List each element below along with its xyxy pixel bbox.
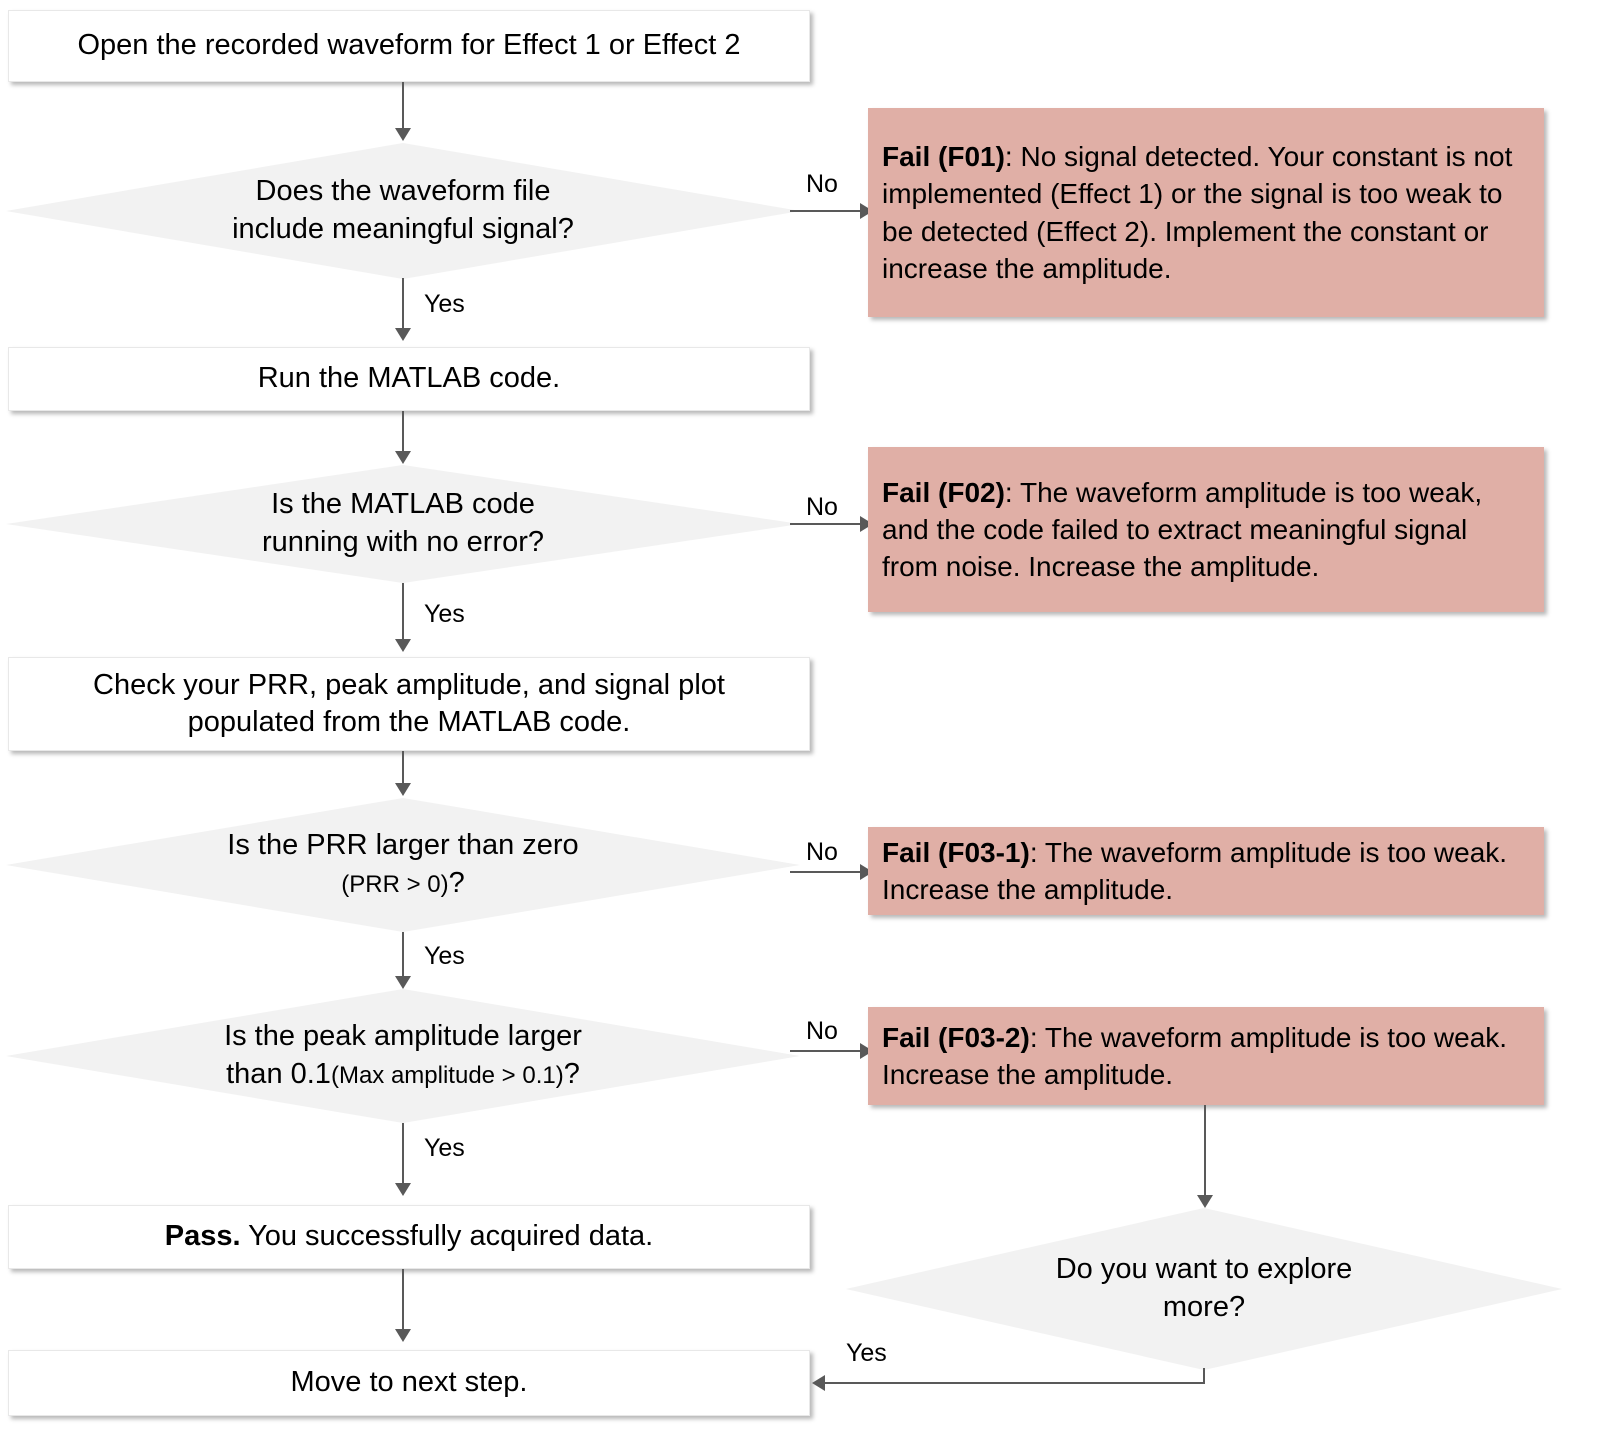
fail-box-f01-label: Fail (F01): [882, 141, 1005, 173]
connector-matlab-yes: [402, 583, 404, 641]
arrowhead-prr-yes: [395, 976, 411, 989]
edge-label-no-1: No: [806, 170, 838, 198]
arrowhead-pass-to-move-next: [395, 1329, 411, 1342]
decision-matlab-no-error-label: Is the MATLAB code running with no error…: [6, 465, 800, 583]
decision-matlab-no-error[interactable]: Is the MATLAB code running with no error…: [6, 465, 800, 583]
edge-label-yes-explore: Yes: [846, 1339, 887, 1367]
process-check-outputs-line2: populated from the MATLAB code.: [187, 706, 631, 738]
process-check-outputs-line1: Check your PRR, peak amplitude, and sign…: [93, 668, 725, 701]
connector-peak-yes: [402, 1123, 404, 1185]
connector-matlab-no: [790, 523, 868, 525]
process-run-matlab[interactable]: Run the MATLAB code.: [8, 347, 810, 411]
process-pass-rest: You successfully acquired data.: [240, 1220, 654, 1253]
connector-check-to-decision-prr: [402, 751, 404, 785]
process-move-next-step[interactable]: Move to next step.: [8, 1350, 810, 1416]
fail-box-f03-2-text: : The waveform amplitude is too weak. In…: [882, 1021, 1508, 1090]
arrowhead-run-to-decision-matlab: [395, 451, 411, 464]
edge-label-no-2: No: [806, 493, 838, 521]
decision-peak-amplitude-label: Is the peak amplitude larger than 0.1(Ma…: [6, 989, 800, 1123]
decision-explore-more-label: Do you want to explore more?: [846, 1208, 1562, 1370]
process-pass-bold: Pass.: [164, 1220, 241, 1253]
fail-box-f03-1[interactable]: Fail (F03-1): The waveform amplitude is …: [868, 827, 1544, 915]
fail-box-f01[interactable]: Fail (F01): No signal detected. Your con…: [868, 108, 1544, 317]
edge-label-yes-1: Yes: [424, 290, 465, 318]
connector-explore-yes-horizontal: [824, 1382, 1204, 1384]
edge-label-no-3: No: [806, 838, 838, 866]
arrowhead-check-to-decision-prr: [395, 783, 411, 796]
decision-matlab-line2: running with no error?: [261, 526, 545, 558]
edge-label-yes-2: Yes: [424, 600, 465, 628]
decision-explore-more[interactable]: Do you want to explore more?: [846, 1208, 1562, 1370]
decision-prr-qmark: ?: [448, 867, 465, 899]
decision-peak-line1: Is the peak amplitude larger: [224, 1020, 582, 1053]
decision-matlab-line1: Is the MATLAB code: [271, 488, 535, 521]
edge-label-yes-4: Yes: [424, 1134, 465, 1162]
arrowhead-matlab-yes: [395, 639, 411, 652]
decision-peak-amplitude[interactable]: Is the peak amplitude larger than 0.1(Ma…: [6, 989, 800, 1123]
connector-peak-no: [790, 1050, 868, 1052]
connector-f03-2-to-explore: [1204, 1105, 1206, 1197]
decision-prr-line1: Is the PRR larger than zero: [227, 829, 579, 862]
decision-peak-line2a: than 0.1: [226, 1058, 331, 1090]
fail-box-f02-label: Fail (F02): [882, 476, 1005, 508]
decision-meaningful-signal-label: Does the waveform file include meaningfu…: [6, 143, 800, 279]
arrowhead-peak-yes: [395, 1183, 411, 1196]
fail-box-f03-1-text: : The waveform amplitude is too weak. In…: [882, 836, 1508, 905]
connector-signal-no: [790, 210, 868, 212]
fail-box-f02-text: : The waveform amplitude is too weak, an…: [882, 476, 1483, 583]
edge-label-no-4: No: [806, 1017, 838, 1045]
fail-box-f01-text: : No signal detected. Your constant is n…: [882, 141, 1513, 284]
edge-label-yes-3: Yes: [424, 942, 465, 970]
decision-prr-greater-zero[interactable]: Is the PRR larger than zero (PRR > 0)?: [6, 798, 800, 932]
connector-prr-yes: [402, 932, 404, 978]
fail-box-f03-2-label: Fail (F03-2): [882, 1021, 1030, 1053]
connector-start-to-decision-signal: [402, 82, 404, 130]
connector-pass-to-move-next: [402, 1269, 404, 1331]
connector-prr-no: [790, 871, 868, 873]
arrowhead-explore-yes: [812, 1375, 825, 1391]
decision-peak-qmark: ?: [563, 1058, 580, 1090]
fail-box-f03-1-label: Fail (F03-1): [882, 836, 1030, 868]
process-check-outputs[interactable]: Check your PRR, peak amplitude, and sign…: [8, 657, 810, 751]
fail-box-f03-2[interactable]: Fail (F03-2): The waveform amplitude is …: [868, 1007, 1544, 1105]
connector-signal-yes: [402, 278, 404, 330]
arrowhead-signal-yes: [395, 328, 411, 341]
arrowhead-start-to-decision-signal: [395, 128, 411, 141]
fail-box-f02[interactable]: Fail (F02): The waveform amplitude is to…: [868, 447, 1544, 612]
process-run-matlab-label: Run the MATLAB code.: [257, 362, 561, 395]
connector-explore-yes-vertical: [1203, 1368, 1205, 1384]
decision-prr-line2: (PRR > 0): [341, 871, 449, 898]
connector-run-to-decision-matlab: [402, 411, 404, 453]
process-open-waveform-label: Open the recorded waveform for Effect 1 …: [77, 29, 741, 62]
arrowhead-f03-2-to-explore: [1197, 1195, 1213, 1208]
decision-explore-line1: Do you want to explore: [1055, 1253, 1353, 1286]
process-check-outputs-label: Check your PRR, peak amplitude, and sign…: [93, 667, 725, 741]
decision-meaningful-signal[interactable]: Does the waveform file include meaningfu…: [6, 143, 800, 279]
decision-explore-line2: more?: [1162, 1291, 1246, 1323]
decision-meaningful-signal-line1: Does the waveform file: [255, 175, 551, 208]
process-open-waveform[interactable]: Open the recorded waveform for Effect 1 …: [8, 10, 810, 82]
process-pass-label: Pass. You successfully acquired data.: [165, 1218, 654, 1255]
process-pass[interactable]: Pass. You successfully acquired data.: [8, 1205, 810, 1269]
decision-meaningful-signal-line2: include meaningful signal?: [232, 213, 574, 245]
decision-prr-label: Is the PRR larger than zero (PRR > 0)?: [6, 798, 800, 932]
process-move-next-step-label: Move to next step.: [290, 1366, 528, 1399]
decision-peak-line2b: (Max amplitude > 0.1): [330, 1062, 564, 1089]
